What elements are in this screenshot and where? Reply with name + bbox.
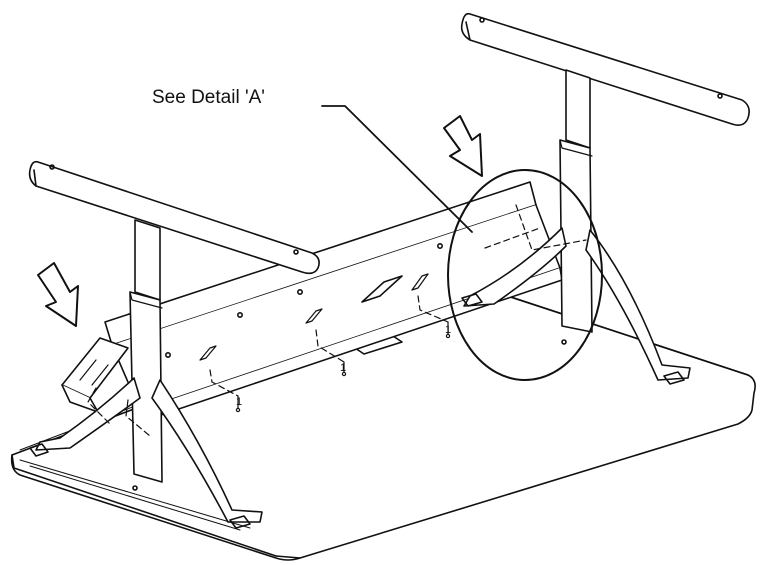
- right-leg: [460, 12, 750, 385]
- screw-markers: [235, 321, 451, 413]
- part-label-1c: 1: [445, 324, 451, 336]
- see-detail-a-label: See Detail 'A': [152, 87, 265, 108]
- left-end-bracket: [61, 337, 129, 413]
- part-label-1a: 1: [236, 396, 242, 408]
- fastener-guides: [87, 204, 587, 437]
- arrow-left: [37, 262, 79, 327]
- callout-leader-line: [321, 105, 473, 233]
- part-label-1b: 1: [340, 362, 346, 374]
- detail-a-circle: [447, 169, 603, 381]
- left-leg: [19, 160, 320, 531]
- arrow-right: [443, 115, 483, 177]
